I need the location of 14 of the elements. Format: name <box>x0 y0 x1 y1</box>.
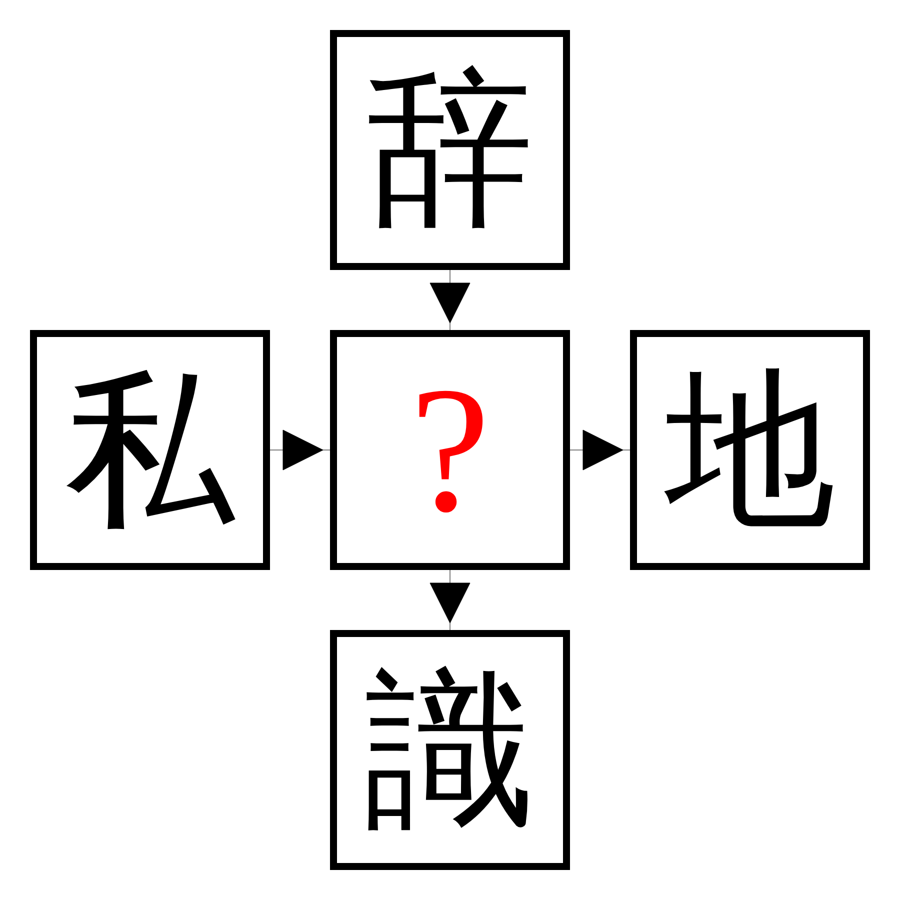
kanji-character: 地 <box>665 365 835 535</box>
question-mark: ? <box>410 360 490 540</box>
kanji-character: 私 <box>65 365 235 535</box>
kanji-character: 辞 <box>365 65 535 235</box>
arrow <box>430 270 470 330</box>
kanji-character: 識 <box>365 665 535 835</box>
arrow <box>430 570 470 630</box>
arrow <box>270 430 330 470</box>
character-box <box>330 30 570 270</box>
character-box <box>330 630 570 870</box>
arrow <box>570 430 630 470</box>
question-box <box>330 330 570 570</box>
character-box <box>630 330 870 570</box>
character-box <box>30 330 270 570</box>
